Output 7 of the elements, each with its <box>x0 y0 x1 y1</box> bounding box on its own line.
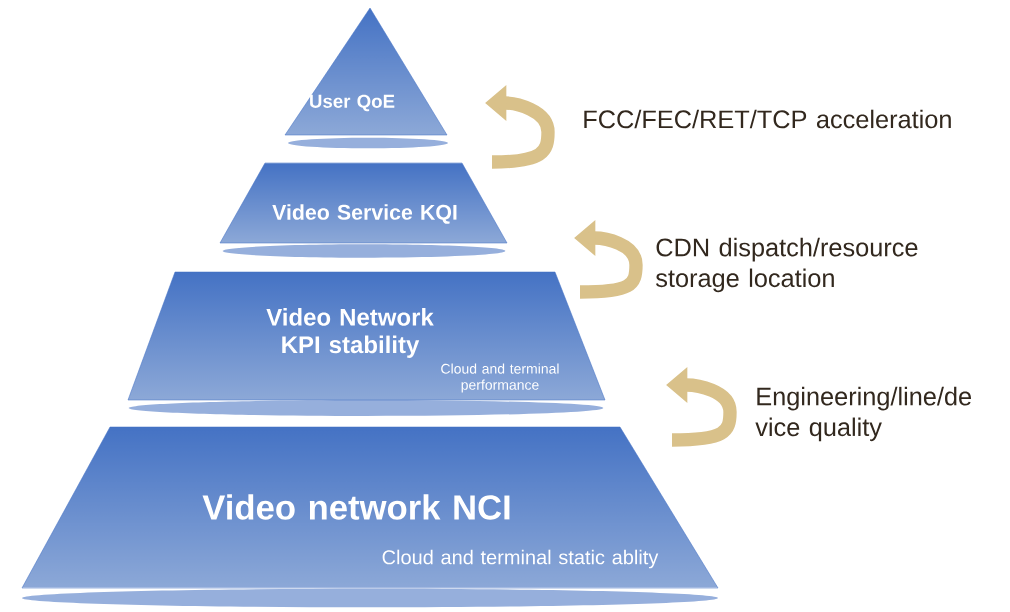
annotation: CDN dispatch/resource storage location <box>656 237 918 293</box>
pyramid-layer: Video Network KPI stability Cloud and terminal performance <box>127 271 606 416</box>
pyramid-layer: User QoE <box>284 7 448 149</box>
annotation: FCC/FEC/RET/TCP acceleration <box>584 109 951 129</box>
annotation: Engineering/line/de vice quality <box>755 386 971 442</box>
pyramid-layer: Video network NCI Cloud and terminal static ablity <box>21 426 719 608</box>
pyramid-layer: Video Service KQI <box>219 162 508 258</box>
